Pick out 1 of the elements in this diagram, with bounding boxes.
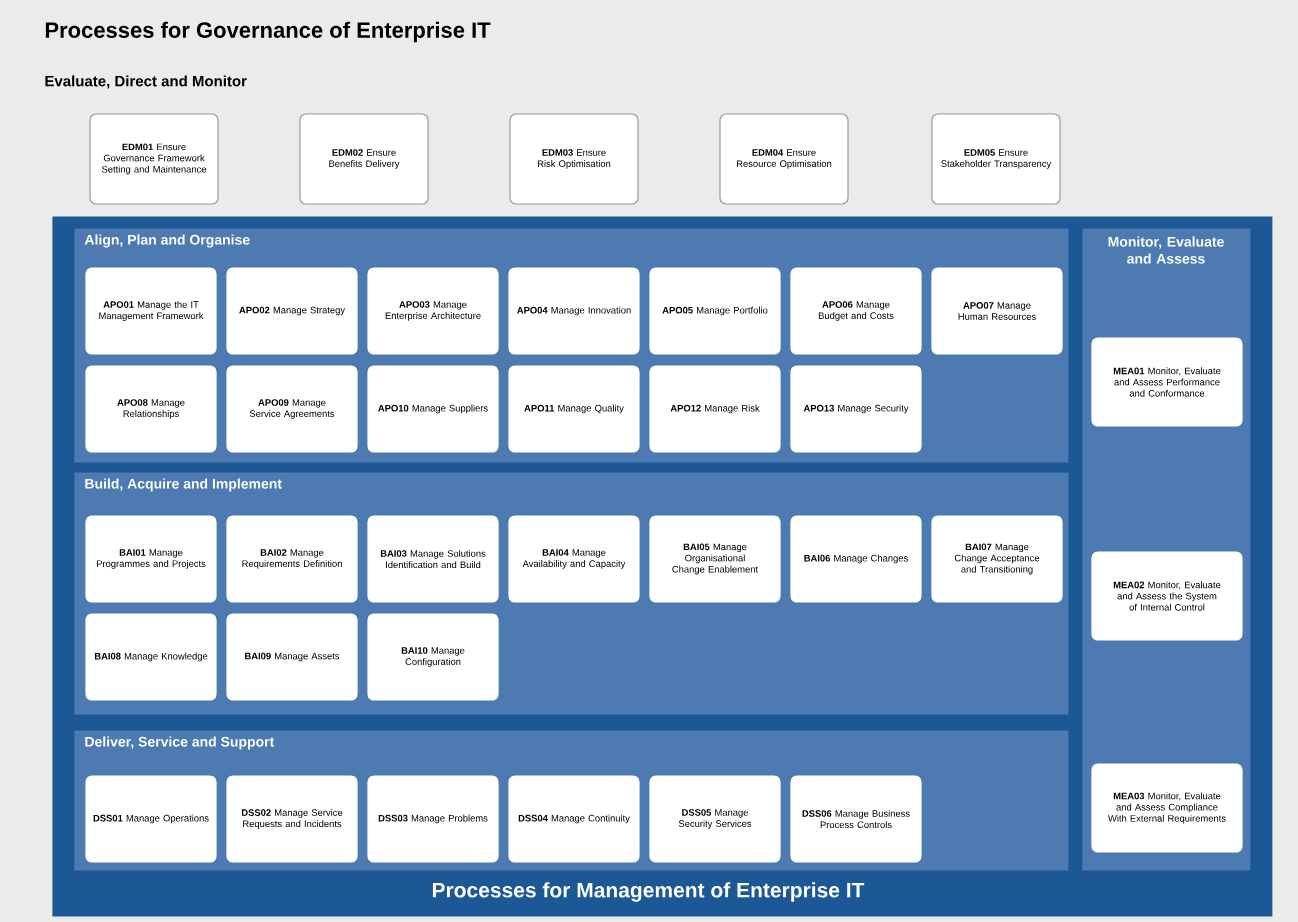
title: Processes for Governance of Enterprise IT — [45, 21, 491, 43]
